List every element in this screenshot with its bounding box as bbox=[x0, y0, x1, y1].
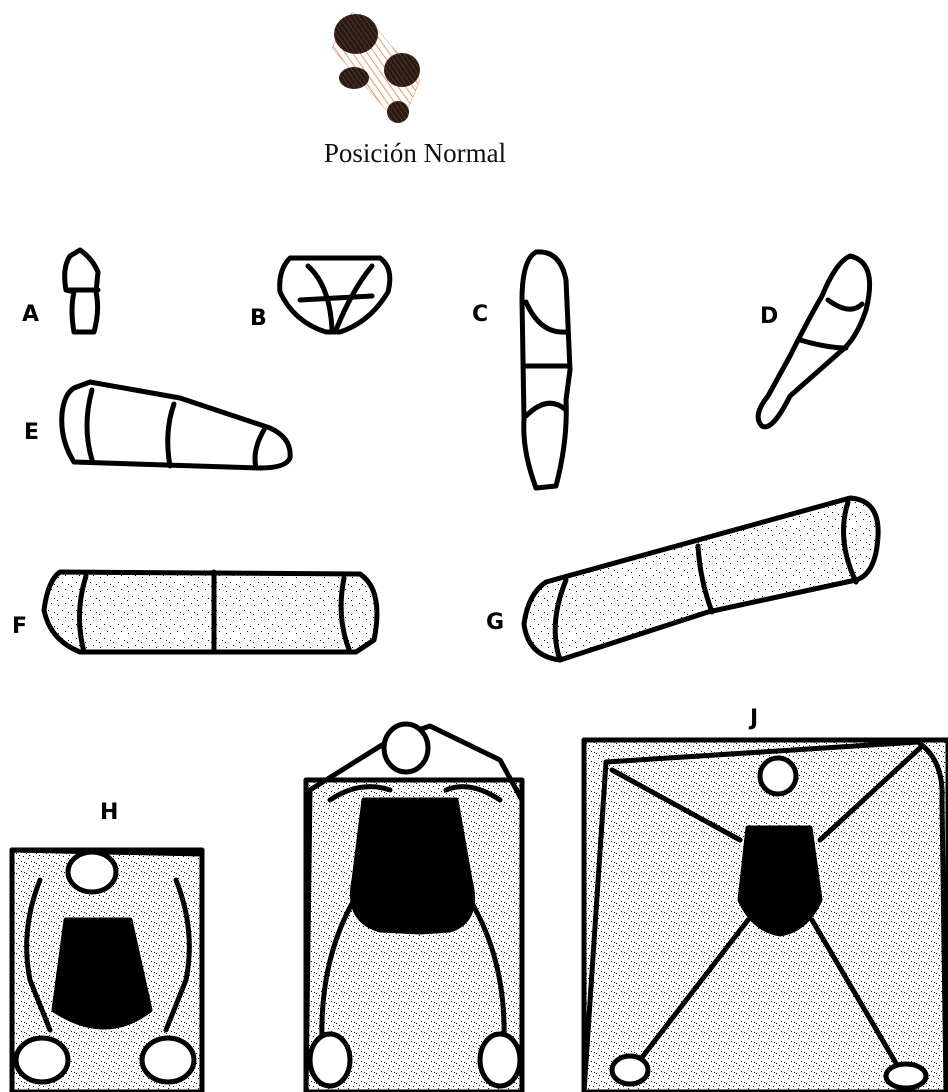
stance-a-footprint bbox=[65, 250, 98, 332]
label-j: J bbox=[750, 706, 758, 731]
label-d: D bbox=[760, 304, 778, 329]
stance-f-footprint bbox=[44, 572, 377, 652]
stance-g-footprint bbox=[524, 498, 878, 660]
label-h: H bbox=[100, 800, 118, 825]
label-a: A bbox=[22, 302, 39, 327]
stance-i-figure bbox=[306, 724, 522, 1092]
label-f: F bbox=[12, 614, 27, 639]
stance-h-figure bbox=[12, 850, 202, 1092]
stance-b-footprint bbox=[280, 258, 390, 332]
stance-e-footprint bbox=[62, 382, 290, 468]
stance-c-footprint bbox=[522, 252, 570, 488]
label-c: C bbox=[472, 302, 488, 327]
footprints-icon bbox=[332, 12, 420, 123]
diagram-caption: Posición Normal bbox=[300, 138, 530, 169]
label-b: B bbox=[250, 306, 267, 331]
stance-j-figure bbox=[584, 740, 948, 1092]
label-e: E bbox=[24, 420, 39, 445]
label-g: G bbox=[486, 610, 504, 635]
stance-d-footprint bbox=[758, 256, 869, 427]
